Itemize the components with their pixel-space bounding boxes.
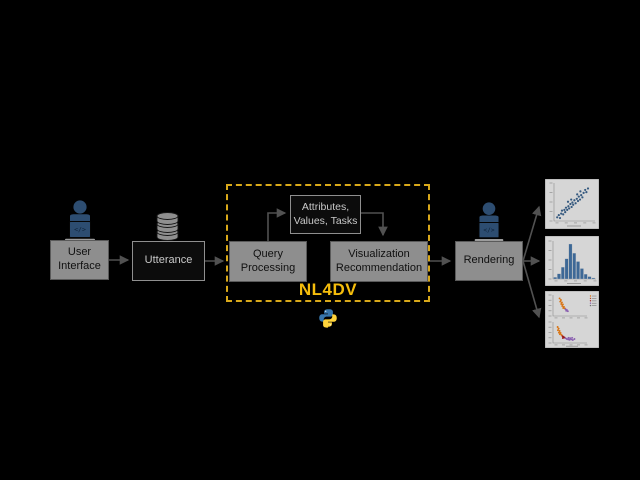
node-attributes-values-tasks: Attributes, Values, Tasks bbox=[290, 195, 361, 234]
node-utterance: Utterance bbox=[132, 241, 205, 281]
person-laptop-icon: </> bbox=[62, 200, 98, 243]
arrow-rendering-to-scatter bbox=[522, 205, 542, 262]
person-laptop-icon: </> bbox=[471, 202, 507, 243]
database-icon bbox=[154, 209, 181, 241]
chart-thumbnail-facet-scatter bbox=[544, 290, 600, 349]
node-visualization-recommendation: Visualization Recommendation bbox=[330, 241, 428, 282]
nl4dv-label: NL4DV bbox=[298, 280, 358, 299]
node-user-interface: User Interface bbox=[50, 240, 109, 280]
arrow-rendering-to-facet bbox=[522, 260, 542, 319]
svg-text:</>: </> bbox=[483, 227, 494, 234]
node-rendering: Rendering bbox=[455, 241, 523, 281]
svg-text:</>: </> bbox=[74, 226, 86, 234]
chart-thumbnail-scatter bbox=[544, 178, 600, 230]
node-query-processing: Query Processing bbox=[229, 241, 307, 282]
chart-thumbnail-histogram bbox=[544, 235, 600, 287]
nl4dv-module-boundary: NL4DV bbox=[226, 184, 430, 302]
python-logo-icon bbox=[318, 307, 338, 329]
